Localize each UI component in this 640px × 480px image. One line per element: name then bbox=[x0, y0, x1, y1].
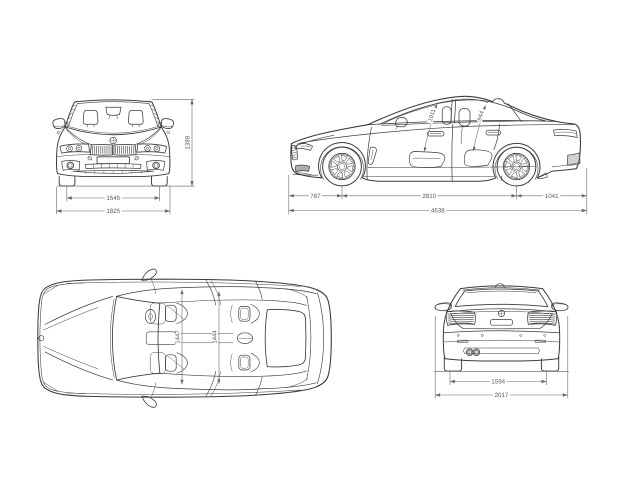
svg-text:944: 944 bbox=[476, 110, 486, 122]
svg-text:1011: 1011 bbox=[427, 108, 438, 123]
svg-text:2017: 2017 bbox=[495, 392, 509, 399]
svg-text:1389: 1389 bbox=[185, 135, 192, 149]
svg-text:1545: 1545 bbox=[106, 195, 120, 202]
svg-text:1444: 1444 bbox=[212, 330, 219, 344]
svg-text:1825: 1825 bbox=[106, 208, 120, 215]
svg-text:1041: 1041 bbox=[545, 193, 559, 200]
svg-text:1447: 1447 bbox=[175, 330, 182, 344]
svg-text:1594: 1594 bbox=[491, 379, 505, 386]
svg-text:4638: 4638 bbox=[431, 208, 445, 215]
svg-text:2810: 2810 bbox=[422, 193, 436, 200]
svg-text:787: 787 bbox=[310, 193, 321, 200]
